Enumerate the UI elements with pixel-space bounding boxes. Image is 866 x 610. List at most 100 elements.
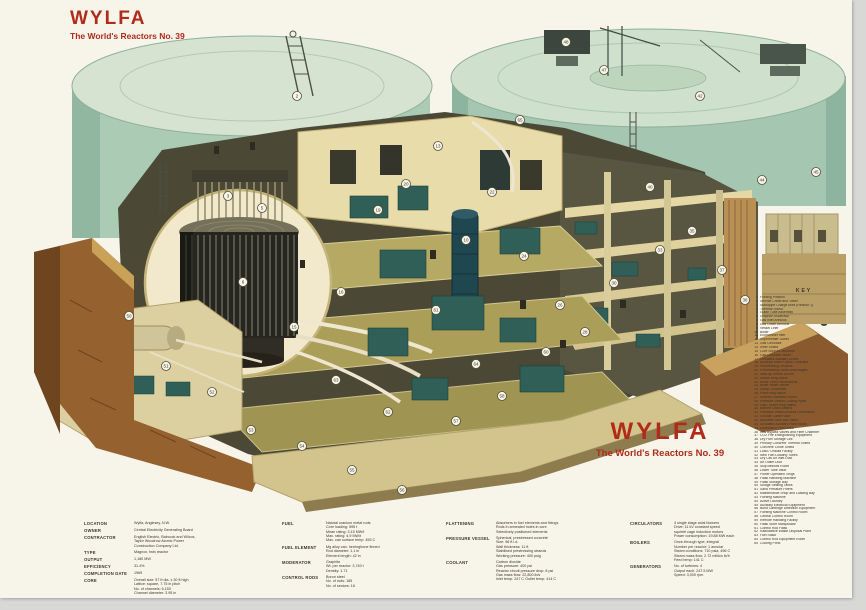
- callout-circle: [811, 167, 821, 177]
- callout-circle: [541, 347, 551, 357]
- callout-circle: [207, 387, 217, 397]
- callout-circle: [757, 175, 767, 185]
- spec-label: COMPLETION DATE: [84, 571, 128, 577]
- callout-circle: [292, 91, 302, 101]
- callout-number: 33: [657, 248, 663, 253]
- poster-title: WYLFA: [70, 8, 147, 29]
- callout-circle: [609, 278, 619, 288]
- spec-label: TYPE: [84, 550, 96, 556]
- spec-values: 1,180 MW: [134, 557, 151, 562]
- spec-row: LOCATION Wylfa, Anglesey, N.W.: [84, 521, 278, 526]
- spec-label: FUEL ELEMENT: [282, 544, 317, 550]
- callout-number: 64: [473, 362, 479, 367]
- callout-number: 22: [489, 190, 495, 195]
- poster-title: WYLFA: [610, 418, 710, 445]
- spec-label: FLATTENING: [446, 521, 475, 526]
- spec-label: CORE: [84, 578, 97, 584]
- access-ladder: [159, 112, 637, 212]
- callout-number: 50: [126, 314, 132, 319]
- callout-number: 20: [403, 182, 409, 187]
- spec-label: EFFICIENCY: [84, 564, 111, 570]
- callout-circle: [471, 359, 481, 369]
- callout-number: 52: [209, 390, 215, 395]
- callout-circle: [347, 465, 357, 475]
- callout-number: 15: [291, 325, 297, 330]
- spec-label: LOCATION: [84, 521, 108, 526]
- callout-circle: [695, 91, 705, 101]
- key-heading: KEY: [795, 288, 813, 294]
- callout-number: 63: [333, 378, 339, 383]
- cutaway-illustration: 2484742651340444535201922102435333730616…: [34, 26, 848, 512]
- poster-subtitle: The World's Reactors No. 39: [595, 448, 725, 459]
- poster-title-center: WYLFA The World's Reactors No. 39: [555, 418, 765, 459]
- callout-number: 61: [433, 308, 439, 313]
- callout-number: 3: [227, 194, 230, 199]
- callout-number: 47: [601, 68, 607, 73]
- spec-row: CORE Overall size: 57 ft dia. x 30 ft hig…: [84, 578, 278, 595]
- callout-circle: [246, 425, 256, 435]
- callout-circle: [161, 361, 171, 371]
- numbered-callouts: 2484742651340444535201922102435333730616…: [124, 37, 821, 495]
- poster-title-top: WYLFA The World's Reactors No. 39: [70, 8, 185, 41]
- poster-subtitle: The World's Reactors No. 39: [70, 31, 185, 41]
- callout-circle: [223, 191, 233, 201]
- callout-number: 56: [399, 488, 405, 493]
- callout-circle: [519, 251, 529, 261]
- callout-number: 2: [296, 94, 299, 99]
- callout-circle: [451, 416, 461, 426]
- callout-circle: [645, 182, 655, 192]
- spec-label: OUTPUT: [84, 557, 103, 563]
- callout-number: 24: [521, 254, 527, 259]
- callout-circle: [238, 277, 248, 287]
- spec-values: Wylfa, Anglesey, N.W.: [134, 521, 170, 525]
- spec-values: Magnox, twin reactor: [134, 550, 169, 555]
- callout-number: 45: [813, 170, 819, 175]
- spec-label: PRESSURE VESSEL: [446, 536, 490, 542]
- callout-number: 58: [499, 394, 505, 399]
- callout-number: 65: [517, 118, 523, 123]
- callout-number: 60: [543, 350, 549, 355]
